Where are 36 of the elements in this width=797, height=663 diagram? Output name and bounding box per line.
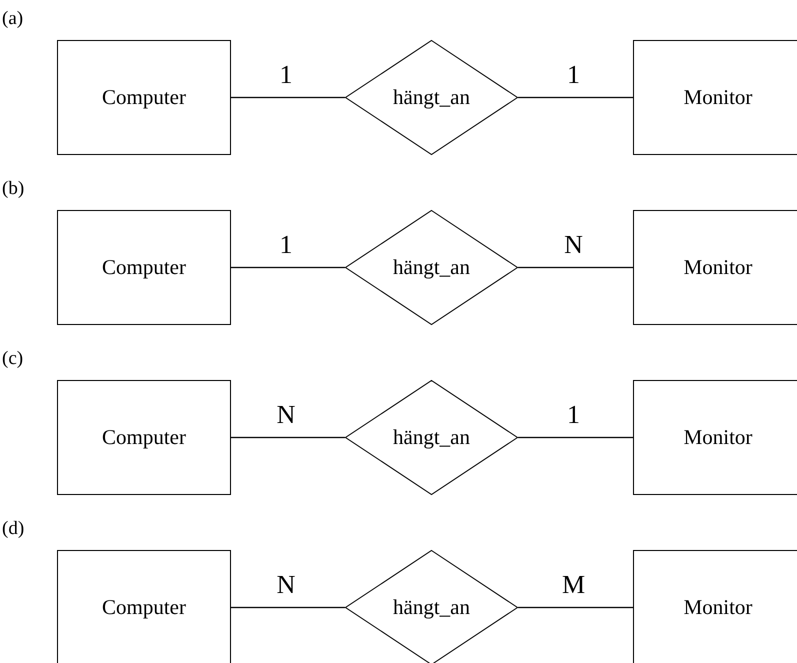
entity-box (57, 550, 231, 663)
connector-line (231, 96, 345, 98)
relationship-diamond (345, 550, 518, 663)
connector-line (518, 436, 633, 438)
entity-box (633, 380, 797, 495)
connector-line (231, 606, 345, 608)
connector-line (518, 606, 633, 608)
entity-name: Monitor (684, 85, 752, 110)
entity-box (633, 210, 797, 325)
entity-name: Monitor (684, 255, 752, 280)
connector-line (231, 266, 345, 268)
panel-label: (a) (2, 9, 24, 28)
entity-name: Computer (102, 595, 186, 620)
entity-box (57, 210, 231, 325)
relationship-name: hängt_an (393, 85, 470, 110)
relationship-name: hängt_an (393, 255, 470, 280)
relationship-diamond (345, 380, 518, 495)
entity-box (633, 40, 797, 155)
connector-line (231, 436, 345, 438)
entity-box (633, 550, 797, 663)
connector-line (518, 96, 633, 98)
entity-box (57, 40, 231, 155)
relationship-diamond (345, 40, 518, 155)
panel-label: (d) (2, 519, 24, 538)
entity-name: Computer (102, 85, 186, 110)
relationship-name: hängt_an (393, 595, 470, 620)
panel-label: (c) (2, 349, 24, 368)
entity-name: Computer (102, 255, 186, 280)
entity-name: Monitor (684, 595, 752, 620)
entity-box (57, 380, 231, 495)
connector-line (518, 266, 633, 268)
entity-name: Monitor (684, 425, 752, 450)
relationship-name: hängt_an (393, 425, 470, 450)
panel-label: (b) (2, 179, 24, 198)
entity-name: Computer (102, 425, 186, 450)
relationship-diamond (345, 210, 518, 325)
